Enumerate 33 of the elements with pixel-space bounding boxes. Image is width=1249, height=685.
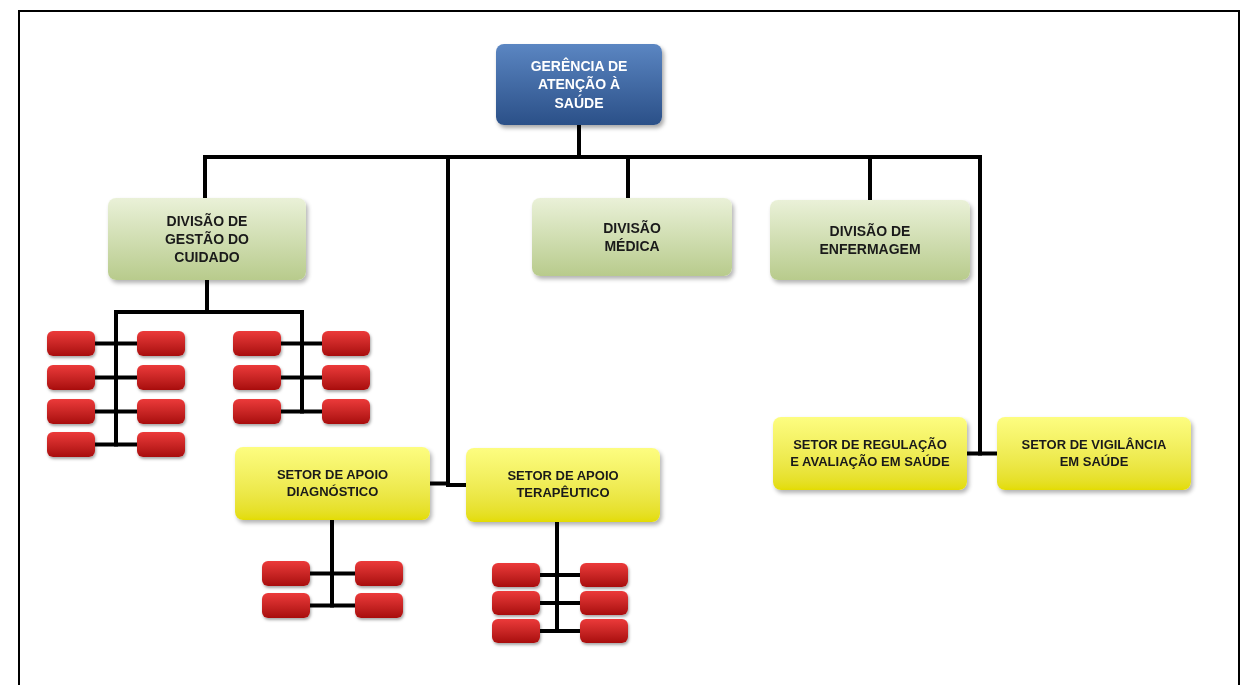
unit-box [580,563,628,587]
unit-box [233,399,281,424]
division-box: DIVISÃO DE ENFERMAGEM [770,200,970,280]
unit-box [492,563,540,587]
unit-box [47,331,95,356]
division-box: DIVISÃO DE GESTÃO DO CUIDADO [108,198,306,280]
unit-box [233,331,281,356]
unit-box [262,561,310,586]
division-box: DIVISÃO MÉDICA [532,198,732,276]
unit-box [322,399,370,424]
unit-box [580,591,628,615]
unit-box [47,399,95,424]
unit-box [137,365,185,390]
management-box: GERÊNCIA DE ATENÇÃO À SAÚDE [496,44,662,125]
unit-box [47,432,95,457]
connector-line [330,520,355,608]
sector-box: SETOR DE VIGILÂNCIA EM SAÚDE [997,417,1191,490]
sector-box: SETOR DE APOIO DIAGNÓSTICO [235,447,430,520]
unit-box [492,591,540,615]
unit-box [47,365,95,390]
unit-box [355,561,403,586]
sector-box: SETOR DE APOIO TERAPÊUTICO [466,448,660,522]
unit-box [137,432,185,457]
unit-box [137,399,185,424]
unit-box [355,593,403,618]
sector-box: SETOR DE REGULAÇÃO E AVALIAÇÃO EM SAÚDE [773,417,967,490]
unit-box [322,365,370,390]
unit-box [580,619,628,643]
unit-box [322,331,370,356]
unit-box [233,365,281,390]
unit-box [262,593,310,618]
unit-box [492,619,540,643]
unit-box [137,331,185,356]
